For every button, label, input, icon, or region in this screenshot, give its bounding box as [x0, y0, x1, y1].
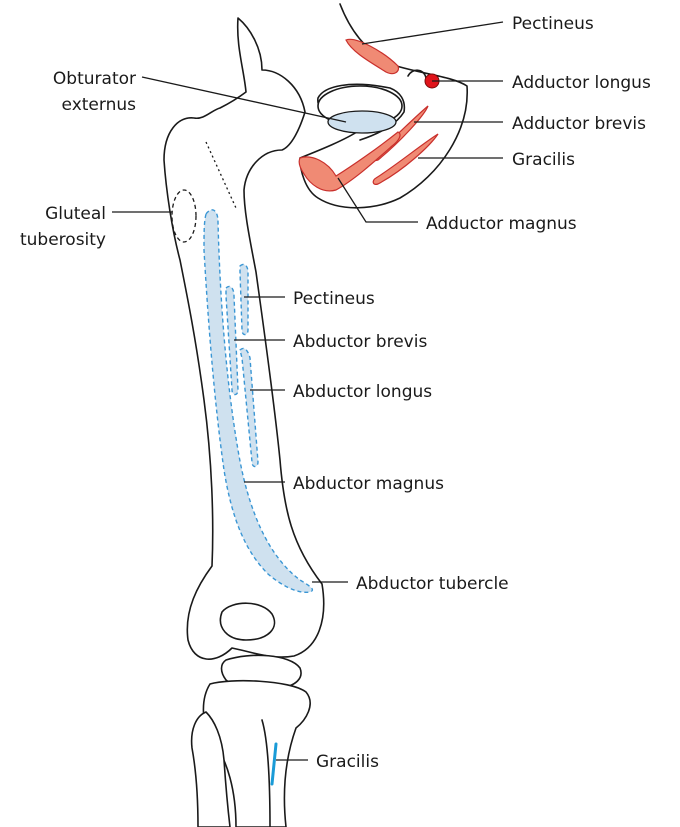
label-pectineus-top: Pectineus — [512, 14, 594, 34]
leader-pectineus-top — [362, 22, 503, 44]
label-gracilis-bottom: Gracilis — [316, 752, 379, 772]
label-obturator-externus-line1: Obturator — [53, 69, 136, 89]
label-adductor-brevis: Adductor brevis — [512, 114, 646, 134]
label-abductor-longus: Abductor longus — [293, 382, 432, 402]
label-gluteal-tuberosity-line2: tuberosity — [20, 230, 106, 250]
label-adductor-magnus: Adductor magnus — [426, 214, 577, 234]
label-gluteal-tuberosity-line1: Gluteal — [45, 204, 106, 224]
obturator-externus-origin — [328, 111, 396, 133]
label-abductor-brevis: Abductor brevis — [293, 332, 427, 352]
lower-leg-bones — [192, 655, 311, 827]
label-obturator-externus-line2: externus — [62, 95, 137, 115]
label-gracilis-top: Gracilis — [512, 150, 575, 170]
patella — [220, 603, 274, 640]
label-abductor-tubercle: Abductor tubercle — [356, 574, 509, 594]
label-adductor-longus: Adductor longus — [512, 73, 651, 93]
label-abductor-magnus: Abductor magnus — [293, 474, 444, 494]
label-pectineus-mid: Pectineus — [293, 289, 375, 309]
